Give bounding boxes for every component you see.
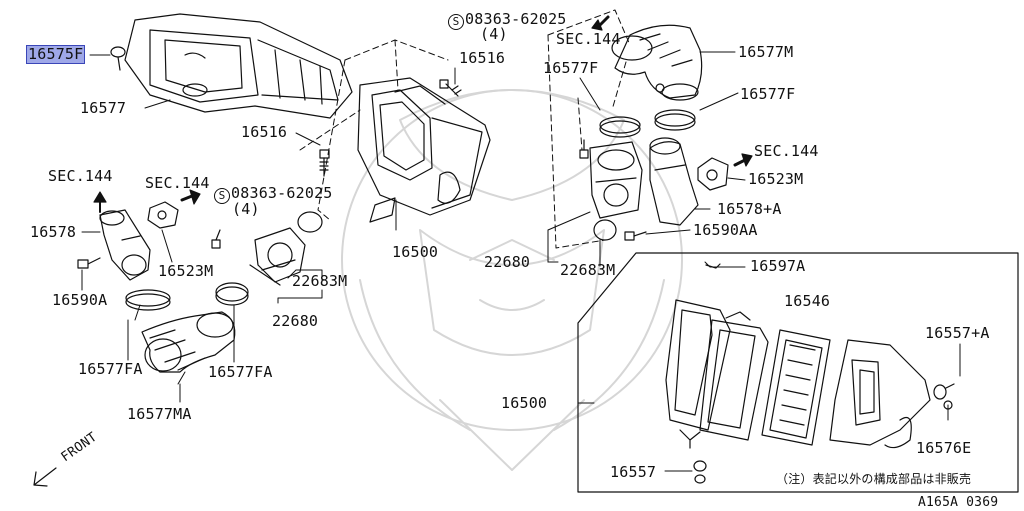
leader-lines — [81, 51, 961, 472]
not-for-sale-note: （注）表記以外の構成部品は非販売 — [776, 472, 972, 486]
part-label-16516-lower[interactable]: 16516 — [241, 123, 288, 141]
detail-box — [577, 252, 1019, 493]
air-duct-16577 — [124, 13, 353, 119]
part-label-16557A[interactable]: 16557+A — [925, 324, 990, 342]
part-label-16577M[interactable]: 16577M — [738, 43, 794, 61]
clamp-16577FA-left — [125, 289, 171, 311]
sec-144-ref-c[interactable]: SEC.144 — [556, 30, 621, 48]
part-label-16597A[interactable]: 16597A — [750, 257, 806, 275]
clamp-16577F-b — [654, 109, 696, 131]
part-label-22683M-left[interactable]: 22683M — [292, 272, 348, 290]
part-label-16577FA-left[interactable]: 16577FA — [78, 360, 143, 378]
pipe-16578A — [649, 137, 699, 226]
part-label-22683M-right[interactable]: 22683M — [560, 261, 616, 279]
gasket-16523M-left — [147, 201, 179, 229]
part-label-16546[interactable]: 16546 — [784, 292, 831, 310]
bolt-16516-upper — [439, 79, 462, 97]
part-label-16516-upper[interactable]: 16516 — [459, 49, 506, 67]
part-label-16578A[interactable]: 16578+A — [717, 200, 782, 218]
part-label-16557[interactable]: 16557 — [610, 463, 657, 481]
inlet-pipe-16578 — [99, 209, 151, 281]
detail-housing-frame — [699, 311, 769, 441]
gasket-22683M-right — [593, 219, 617, 241]
part-label-16576E[interactable]: 16576E — [916, 439, 972, 457]
bolt-08363-left — [211, 229, 221, 249]
detail-housing-lower — [665, 299, 731, 449]
bolt-08363-right — [579, 139, 589, 159]
part-label-16590AA[interactable]: 16590AA — [693, 221, 758, 239]
part-label-16577F-a[interactable]: 16577F — [543, 59, 599, 77]
s-mark-icon: S — [214, 188, 230, 204]
bolt-spec-right-code: 08363-62025 — [465, 10, 567, 28]
part-label-16577F-b[interactable]: 16577F — [740, 85, 796, 103]
bolt-16590AA — [624, 231, 647, 241]
clamp-16577F-a — [599, 116, 641, 138]
sec-144-ref-d[interactable]: SEC.144 — [754, 142, 819, 160]
bolt-spec-right-qty: (4) — [480, 25, 508, 43]
part-label-16578[interactable]: 16578 — [30, 223, 77, 241]
detail-clip-16557 — [693, 460, 707, 484]
part-label-16523M-left[interactable]: 16523M — [158, 262, 214, 280]
s-mark-icon: S — [448, 14, 464, 30]
part-label-16575F[interactable]: 16575F — [25, 45, 86, 64]
part-label-16577[interactable]: 16577 — [80, 99, 127, 117]
part-label-16577FA-right[interactable]: 16577FA — [208, 363, 273, 381]
detail-clip-16557A — [933, 383, 955, 410]
diagram-code: A165A 0369 — [918, 495, 999, 510]
part-label-16523M-right[interactable]: 16523M — [748, 170, 804, 188]
assembly-dashed-lines — [299, 9, 631, 249]
flow-sensor-22680 — [249, 227, 306, 286]
bolt-16590A — [77, 257, 101, 269]
gasket-22683M-left — [297, 211, 323, 233]
clip-16575F — [110, 46, 126, 71]
gasket-16523M-right — [697, 157, 729, 191]
flow-sensor-22680-right — [589, 141, 643, 219]
bolt-16516-lower — [319, 149, 330, 177]
clamp-16577FA-right — [215, 282, 249, 306]
arrows — [93, 15, 753, 213]
hose-16577MA — [141, 311, 236, 373]
part-label-22680-left[interactable]: 22680 — [272, 312, 319, 330]
bolt-spec-left-qty: (4) — [232, 200, 260, 218]
detail-filter-16546 — [761, 329, 831, 446]
front-arrow-icon — [33, 467, 57, 487]
part-label-16500-detail[interactable]: 16500 — [501, 394, 548, 412]
watermark-emblem — [341, 89, 683, 471]
part-label-22680-right[interactable]: 22680 — [484, 253, 531, 271]
sec-144-ref-a[interactable]: SEC.144 — [48, 167, 113, 185]
sec-144-ref-b[interactable]: SEC.144 — [145, 174, 210, 192]
part-label-16590A[interactable]: 16590A — [52, 291, 108, 309]
detail-housing-upper — [829, 339, 931, 449]
detail-clip-16597A — [705, 263, 721, 269]
bolt-spec-left-code: 08363-62025 — [231, 184, 333, 202]
part-label-16500[interactable]: 16500 — [392, 243, 439, 261]
hose-16577M — [611, 24, 703, 101]
part-label-16577MA[interactable]: 16577MA — [127, 405, 192, 423]
air-cleaner-housing-16500 — [357, 77, 491, 223]
